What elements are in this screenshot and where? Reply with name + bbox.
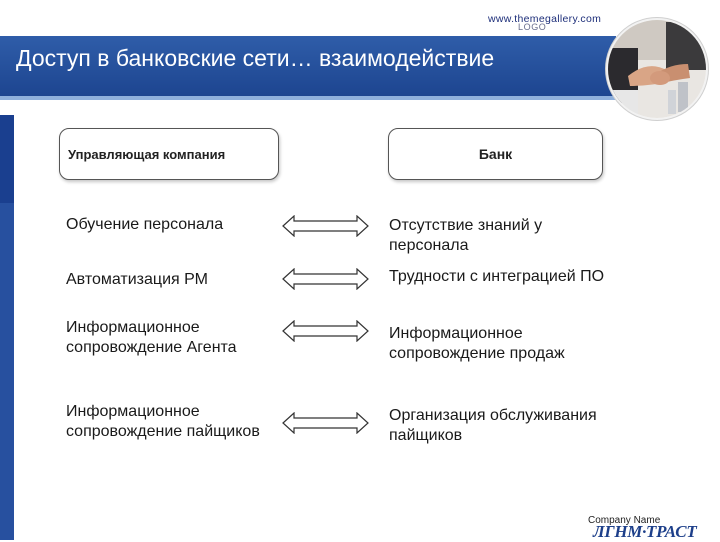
row-2-left: Автоматизация РМ (66, 271, 208, 288)
row-3-right: Информационное сопровождение продаж (389, 325, 565, 362)
footer-logo: ЛГНМ·ТРАСТ (593, 522, 697, 541)
column-header-left: Управляющая компания (59, 128, 279, 180)
double-arrow-icon (282, 215, 369, 237)
double-arrow-icon (282, 412, 369, 434)
double-arrow-icon (282, 268, 369, 290)
handshake-photo (606, 18, 708, 120)
row-1-left: Обучение персонала (66, 216, 224, 233)
left-accent-bar (0, 115, 14, 203)
header-logo-ghost: LOGO (518, 22, 547, 32)
row-4-right: Организация обслуживания пайщиков (389, 407, 597, 444)
footer-company-name: Company Name (588, 515, 661, 526)
left-accent-bar-lower (0, 203, 14, 540)
double-arrow-icon (282, 320, 369, 342)
row-2-right: Трудности с интеграцией ПО (389, 268, 605, 285)
column-header-right: Банк (388, 128, 603, 180)
banner-underline (0, 96, 616, 100)
row-3-left: Информационное сопровождение Агента (66, 319, 237, 356)
row-1-right: Отсутствие знаний у персонала (389, 217, 543, 254)
slide-title: Доступ в банковские сети… взаимодействие (16, 45, 495, 71)
title-banner (0, 36, 616, 96)
row-4-left: Информационное сопровождение пайщиков (66, 403, 260, 440)
header-url: www.themegallery.com (488, 13, 602, 25)
